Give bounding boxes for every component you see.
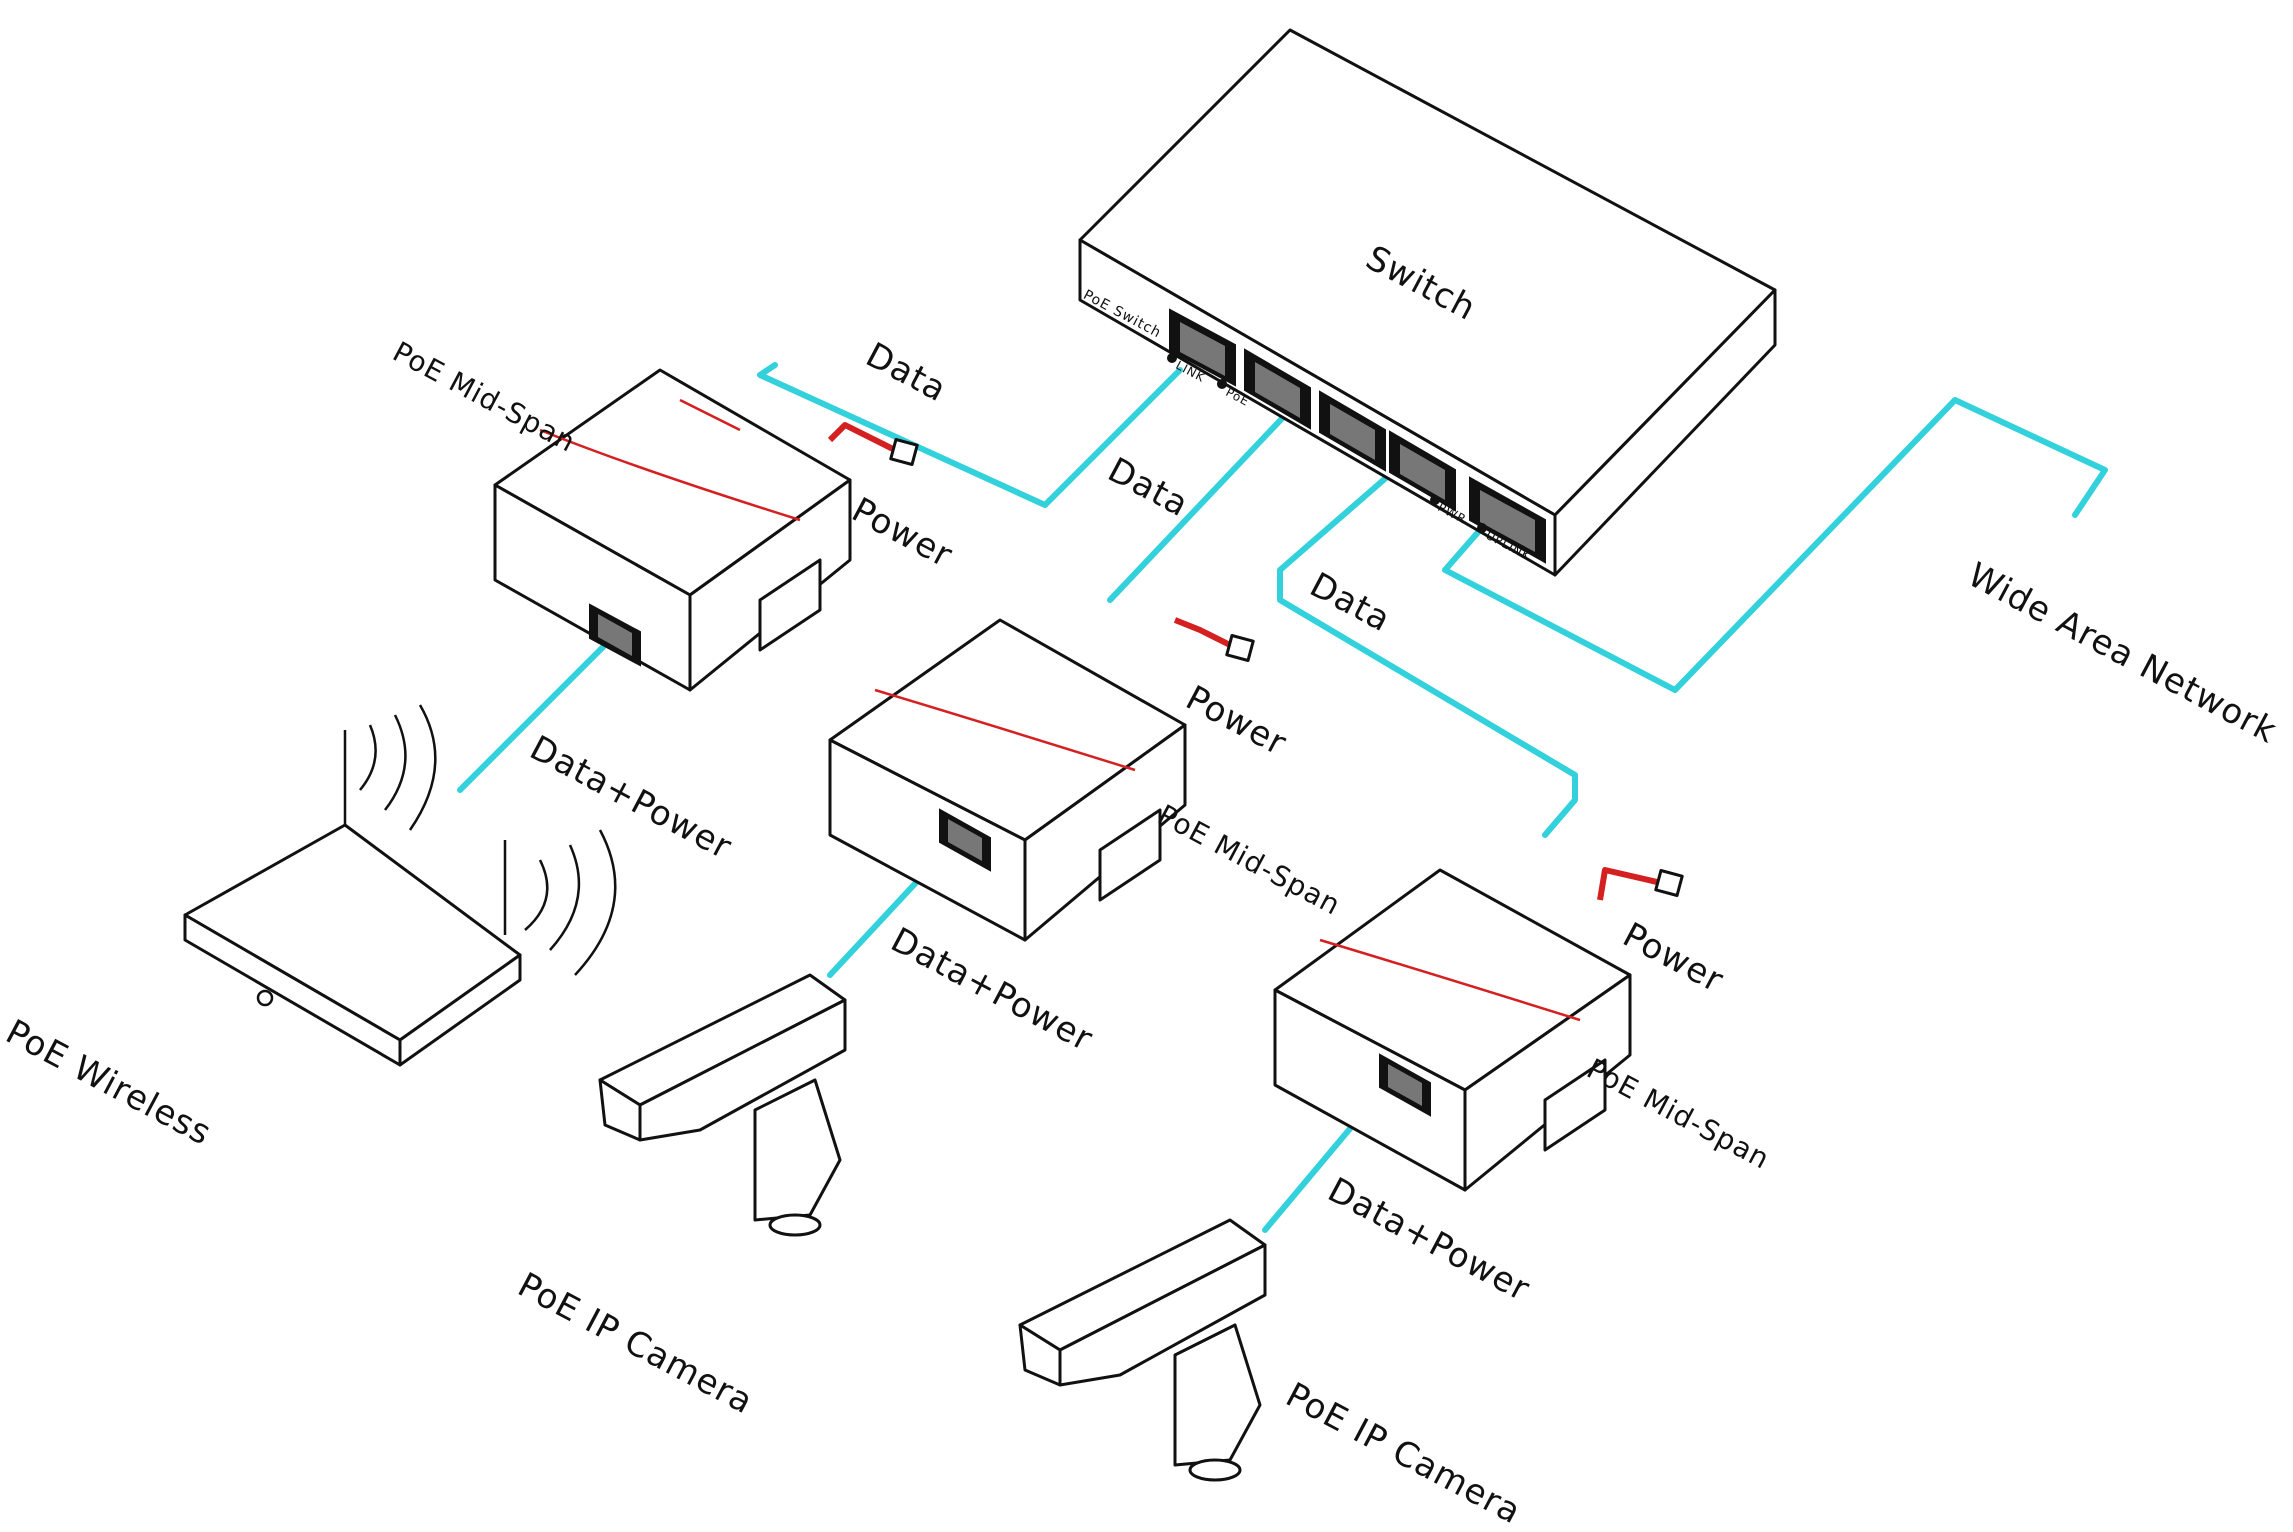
- midspan-3: [1273, 868, 1632, 1192]
- signal-wave-2: [384, 714, 407, 811]
- midspan-1: [493, 368, 852, 692]
- power-cables: [827, 422, 1684, 901]
- router-led: [256, 989, 274, 1007]
- cable-uplink-to-wan: [1442, 397, 2108, 693]
- wireless-router: [183, 704, 617, 1067]
- camera-1-mount: [753, 1078, 842, 1222]
- signal-wave-4: [524, 859, 549, 931]
- switch-port-2: [1244, 348, 1311, 430]
- signal-wave-3: [408, 704, 437, 831]
- signal-wave-1: [359, 724, 377, 791]
- switch-uplink-led: [1477, 523, 1487, 533]
- power-cable-2: [1173, 617, 1242, 653]
- ip-camera-1: [598, 973, 847, 1237]
- midspan-2-side: [1023, 723, 1187, 942]
- power-cable-1: [827, 422, 907, 458]
- poe-switch: [1078, 28, 1777, 577]
- switch-port-4: [1389, 430, 1456, 512]
- camera-1-lens-hood: [598, 1078, 642, 1142]
- cable-midspan1-to-wireless: [457, 632, 618, 793]
- midspan-1-mount-tab: [758, 558, 822, 652]
- camera-2-mount: [1173, 1323, 1262, 1467]
- signal-wave-6: [574, 829, 617, 976]
- switch-uplink-port: [1469, 476, 1546, 564]
- camera-2-lens-hood: [1018, 1323, 1062, 1387]
- switch-port-1: [1169, 308, 1236, 387]
- cable-switch-port2-to-midspan2: [1107, 407, 1293, 603]
- midspan-3-top-stripe: [1319, 938, 1581, 1022]
- ip-camera-2: [1018, 1218, 1267, 1482]
- midspan-2-top-stripe: [874, 688, 1136, 772]
- signal-wave-5: [549, 844, 581, 951]
- power-plug-1: [889, 437, 919, 467]
- power-cable-3: [1597, 867, 1671, 901]
- midspan-3-side: [1463, 973, 1632, 1192]
- switch-port-3: [1319, 390, 1386, 472]
- midspan-2: [828, 618, 1187, 942]
- camera-2-base: [1188, 1458, 1242, 1482]
- switch-link-led: [1167, 353, 1177, 363]
- midspan-3-mount-tab: [1543, 1058, 1607, 1152]
- router-side: [398, 953, 522, 1067]
- midspan-1-top-stripe: [539, 428, 801, 522]
- power-plug-3: [1654, 868, 1684, 898]
- switch-pwr-led: [1430, 495, 1440, 505]
- midspan-1-top-stripe-2: [679, 398, 741, 432]
- camera-1-base: [768, 1213, 822, 1237]
- switch-poe-led: [1217, 379, 1227, 389]
- cable-switch-port4-to-midspan3: [1277, 467, 1578, 838]
- midspan-2-mount-tab: [1098, 808, 1162, 902]
- switch-side-face: [1553, 288, 1777, 577]
- power-plug-2: [1225, 633, 1255, 663]
